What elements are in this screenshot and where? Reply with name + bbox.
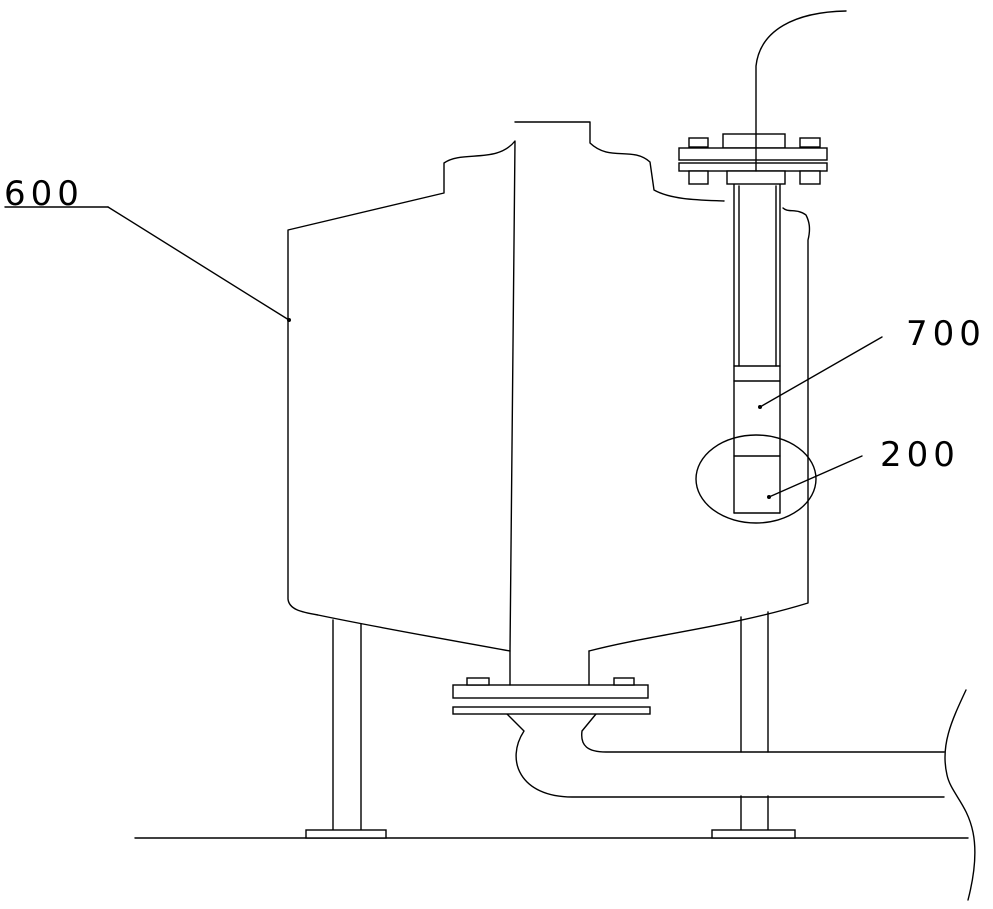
bottom-flange — [452, 650, 651, 715]
right-support-leg — [711, 611, 796, 839]
label-200: 200 — [880, 435, 960, 475]
outlet-pipe — [506, 689, 976, 901]
top-flange — [678, 133, 828, 185]
dip-tube — [733, 175, 781, 514]
leader-600 — [4, 206, 291, 322]
signal-cable — [755, 10, 847, 135]
detail-circle — [695, 434, 817, 524]
label-700: 700 — [906, 314, 986, 354]
leader-200 — [767, 455, 863, 499]
label-600: 600 — [4, 174, 84, 214]
vessel-body — [287, 121, 811, 652]
leader-700 — [758, 336, 883, 409]
left-support-leg — [305, 619, 387, 839]
